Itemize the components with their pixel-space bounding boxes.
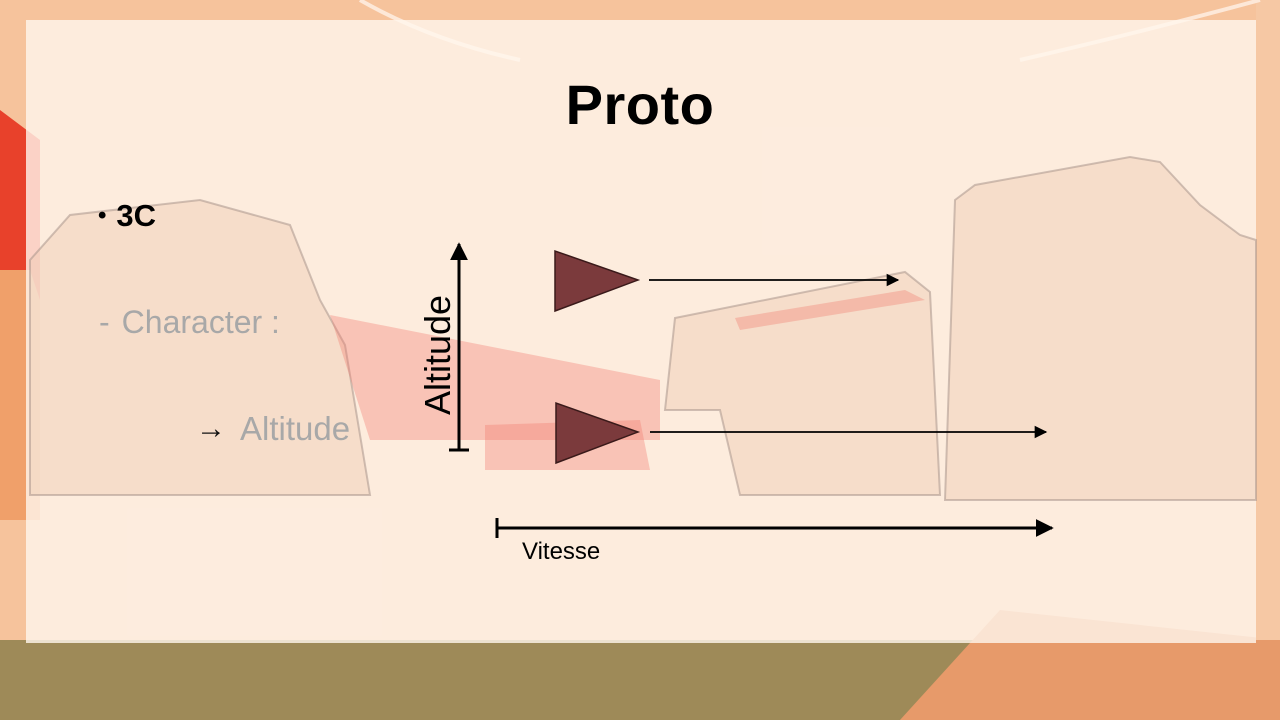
right-arrow-icon: → [196,412,226,445]
bullet-marker: • [98,202,107,229]
arrow-item: → Altitude [196,410,350,448]
subpoint-label: Character : [121,304,280,340]
red-slope-shape [330,315,660,440]
arch-rock-silhouette [663,270,942,496]
arrow-item-label: Altitude [240,410,351,447]
bullet-item: • 3C [98,198,156,234]
altitude-axis-label: Altitude [417,295,458,415]
bullet-label: 3C [116,198,157,233]
low-altitude-triangle-icon [555,401,641,465]
subpoint-item: - Character : [99,304,280,341]
red-band-shape [735,290,925,330]
slide-panel [26,20,1256,643]
speed-axis-label: Vitesse [522,538,600,565]
slide-title: Proto [565,73,715,136]
subpoint-dash: - [99,304,110,340]
right-rock-silhouette [943,155,1257,501]
left-rock-silhouette [29,198,372,496]
high-altitude-triangle-icon [554,249,641,313]
